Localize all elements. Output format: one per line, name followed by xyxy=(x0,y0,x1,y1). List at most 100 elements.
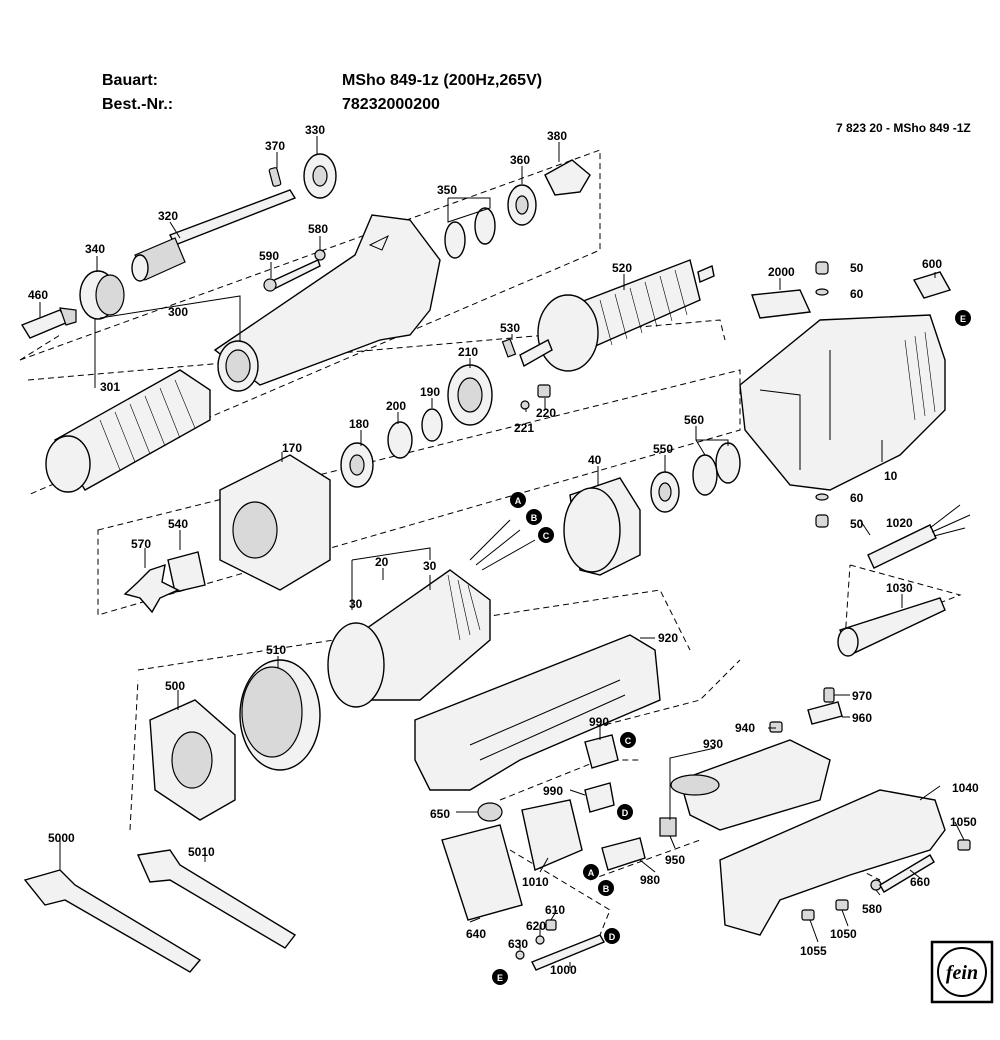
part-920-handle-shell xyxy=(414,634,661,791)
part-10-motor-housing xyxy=(739,314,946,491)
label-630: 630 xyxy=(508,937,528,951)
label-320: 320 xyxy=(158,209,178,223)
part-60-washer-top xyxy=(815,288,829,296)
part-500-end-plate xyxy=(149,699,236,821)
label-2000: 2000 xyxy=(768,265,795,279)
part-980-capacitor xyxy=(601,837,646,871)
part-460-collet xyxy=(20,307,77,339)
label-170: 170 xyxy=(282,441,302,455)
part-960-clamp xyxy=(807,701,843,725)
label-520: 520 xyxy=(612,261,632,275)
bauart-label: Bauart: xyxy=(102,72,159,89)
part-540-fan-hub xyxy=(167,551,206,593)
label-350: 350 xyxy=(437,183,457,197)
part-600-block xyxy=(912,271,952,299)
part-300-spindle-housing xyxy=(213,214,441,392)
label-30-left: 30 xyxy=(349,597,363,611)
part-550-bearing xyxy=(650,471,680,513)
part-330-bearing xyxy=(303,153,337,199)
label-190: 190 xyxy=(420,385,440,399)
label-940: 940 xyxy=(735,721,755,735)
label-660: 660 xyxy=(910,875,930,889)
part-590-screw xyxy=(263,259,321,292)
marker-b-capacitor: B xyxy=(598,880,614,896)
label-620: 620 xyxy=(526,919,546,933)
label-580: 580 xyxy=(308,222,328,236)
label-1055: 1055 xyxy=(800,944,827,958)
part-20-stator xyxy=(327,519,536,708)
marker-e-cable: E xyxy=(492,969,508,985)
label-221: 221 xyxy=(514,421,534,435)
label-600: 600 xyxy=(922,257,942,271)
label-530: 530 xyxy=(500,321,520,335)
marker-a-wire: A xyxy=(510,492,526,508)
part-1050-screw-bottom xyxy=(835,899,849,911)
part-380-cap xyxy=(544,159,591,196)
leader-lines xyxy=(39,136,965,968)
part-360-bearing xyxy=(507,184,537,226)
label-360: 360 xyxy=(510,153,530,167)
label-510: 510 xyxy=(266,643,286,657)
part-630-washer xyxy=(515,950,525,960)
part-520-rotor xyxy=(519,259,715,372)
part-560-rings xyxy=(692,442,741,496)
reference-markers: A B C E C D A B D E xyxy=(492,310,971,985)
marker-c-wire: C xyxy=(538,527,554,543)
label-550: 550 xyxy=(653,442,673,456)
label-500: 500 xyxy=(165,679,185,693)
part-1020-cable xyxy=(867,504,971,569)
label-200: 200 xyxy=(386,399,406,413)
label-1040: 1040 xyxy=(952,781,979,795)
part-190-ring xyxy=(421,408,443,442)
svg-text:B: B xyxy=(531,513,538,523)
label-5010: 5010 xyxy=(188,845,215,859)
label-370: 370 xyxy=(265,139,285,153)
part-990-module-a xyxy=(584,734,619,769)
marker-c-module: C xyxy=(620,732,636,748)
label-40: 40 xyxy=(588,453,602,467)
label-590: 590 xyxy=(259,249,279,263)
label-950: 950 xyxy=(665,853,685,867)
part-570-impeller xyxy=(123,563,180,614)
part-1000-earth-cable xyxy=(531,934,606,971)
label-930: 930 xyxy=(703,737,723,751)
marker-b-wire: B xyxy=(526,509,542,525)
marker-d-cable: D xyxy=(604,928,620,944)
part-220-screw xyxy=(537,384,551,398)
label-30-right: 30 xyxy=(423,559,437,573)
bestnr-value: 78232000200 xyxy=(342,96,440,113)
label-640: 640 xyxy=(466,927,486,941)
marker-a-capacitor: A xyxy=(583,864,599,880)
label-10: 10 xyxy=(884,469,898,483)
part-221-washer xyxy=(520,400,530,410)
fein-logo: fein xyxy=(930,940,994,1004)
part-1050-screw-top xyxy=(957,839,971,851)
svg-text:E: E xyxy=(960,314,966,324)
part-301-grip-sleeve xyxy=(45,369,211,493)
label-340: 340 xyxy=(85,242,105,256)
marker-d-module: D xyxy=(617,804,633,820)
part-1040-handle-cover xyxy=(719,789,946,936)
part-370-key xyxy=(268,167,282,187)
part-50-screw-top xyxy=(815,261,829,275)
svg-text:E: E xyxy=(497,973,503,983)
part-2000-label xyxy=(751,289,812,319)
label-580-handle: 580 xyxy=(862,902,882,916)
part-170-bearing-flange xyxy=(219,454,331,591)
label-50-bottom: 50 xyxy=(850,517,864,531)
part-930-switch xyxy=(670,739,831,831)
label-50-top: 50 xyxy=(850,261,864,275)
label-570: 570 xyxy=(131,537,151,551)
label-970: 970 xyxy=(852,689,872,703)
label-560: 560 xyxy=(684,413,704,427)
part-610-screw xyxy=(545,919,557,931)
part-640-end-cover xyxy=(441,824,523,921)
part-530-pin xyxy=(501,338,517,358)
part-940-screw xyxy=(769,721,783,733)
label-610: 610 xyxy=(545,903,565,917)
part-990-module-b xyxy=(584,782,615,813)
part-1055-screw xyxy=(801,909,815,921)
part-200-ring xyxy=(387,421,413,459)
part-1010-plate xyxy=(521,799,583,871)
label-60-top: 60 xyxy=(850,287,864,301)
